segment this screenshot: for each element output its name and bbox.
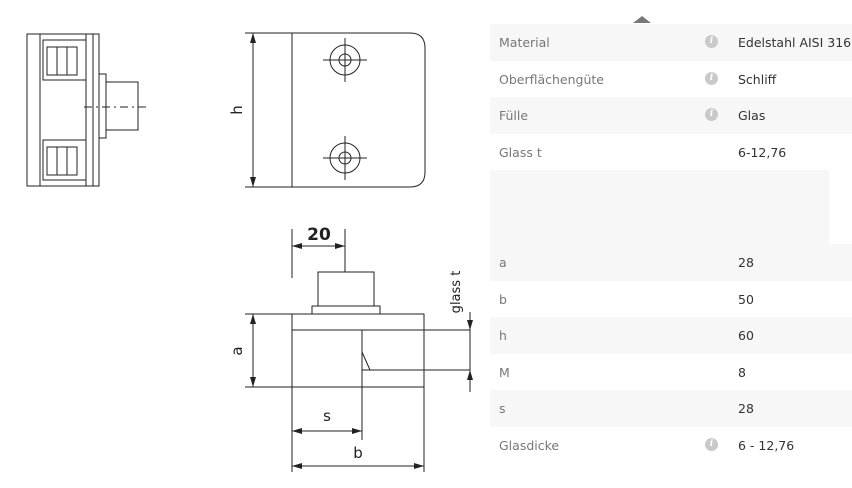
spec-label: Fülle [499,108,529,123]
dim-b-label: b [353,444,363,462]
info-icon[interactable]: i [705,35,718,48]
spec-value: 50 [738,291,754,307]
spec-row-material: Material i Edelstahl AISI 316 [490,24,852,61]
spec-value: 6-12,76 [738,144,787,160]
dim-s-label: s [323,407,331,425]
spec-row-h: h 60 [490,317,852,354]
blank-panel [490,170,829,244]
spec-label: h [499,328,507,343]
side-view-drawing [26,33,148,187]
spec-row-surface: Oberflächengüte i Schliff [490,61,852,98]
spec-value: 28 [738,401,754,416]
spec-value: Glas [738,108,766,123]
spec-row-infill: Fülle i Glas [490,97,852,134]
dimension-arrows [250,33,473,469]
spec-row-s: s 28 [490,390,852,427]
section-view-drawing [245,229,471,472]
spec-value: Edelstahl AISI 316 [738,35,852,50]
spec-value: 8 [738,364,746,380]
dim-h-label: h [228,105,246,115]
spec-label: a [499,255,507,270]
spec-label: Material [499,35,550,50]
info-icon[interactable]: i [705,437,718,451]
specification-table: Material i Edelstahl AISI 316 Oberfläche… [490,24,852,463]
spec-value: 28 [738,255,754,270]
dim-20-label: 20 [307,225,331,245]
scroll-up-marker[interactable] [633,16,651,23]
spec-row-b: b 50 [490,281,852,318]
spec-value: Schliff [738,71,777,87]
dim-a-label: a [228,346,246,355]
spec-label: s [499,401,506,416]
spec-row-glass-thickness: Glasdicke i 6 - 12,76 [490,427,852,464]
spec-label: M [499,364,510,380]
technical-drawings: h a 20 glass t s b [26,32,473,472]
dim-glass-t-label: glass t [449,271,464,314]
spec-label: Oberflächengüte [499,71,604,87]
spec-value: 60 [738,328,754,343]
info-icon[interactable]: i [705,108,718,121]
spec-row-glass-t: Glass t 6-12,76 [490,134,852,171]
spec-row-a: a 28 [490,244,852,281]
spec-label: b [499,291,507,307]
spec-row-m: M 8 [490,354,852,391]
info-icon[interactable]: i [705,71,718,85]
front-view-drawing [245,32,426,188]
spec-label: Glass t [499,144,542,160]
spec-label: Glasdicke [499,437,560,453]
spec-value: 6 - 12,76 [738,437,795,453]
